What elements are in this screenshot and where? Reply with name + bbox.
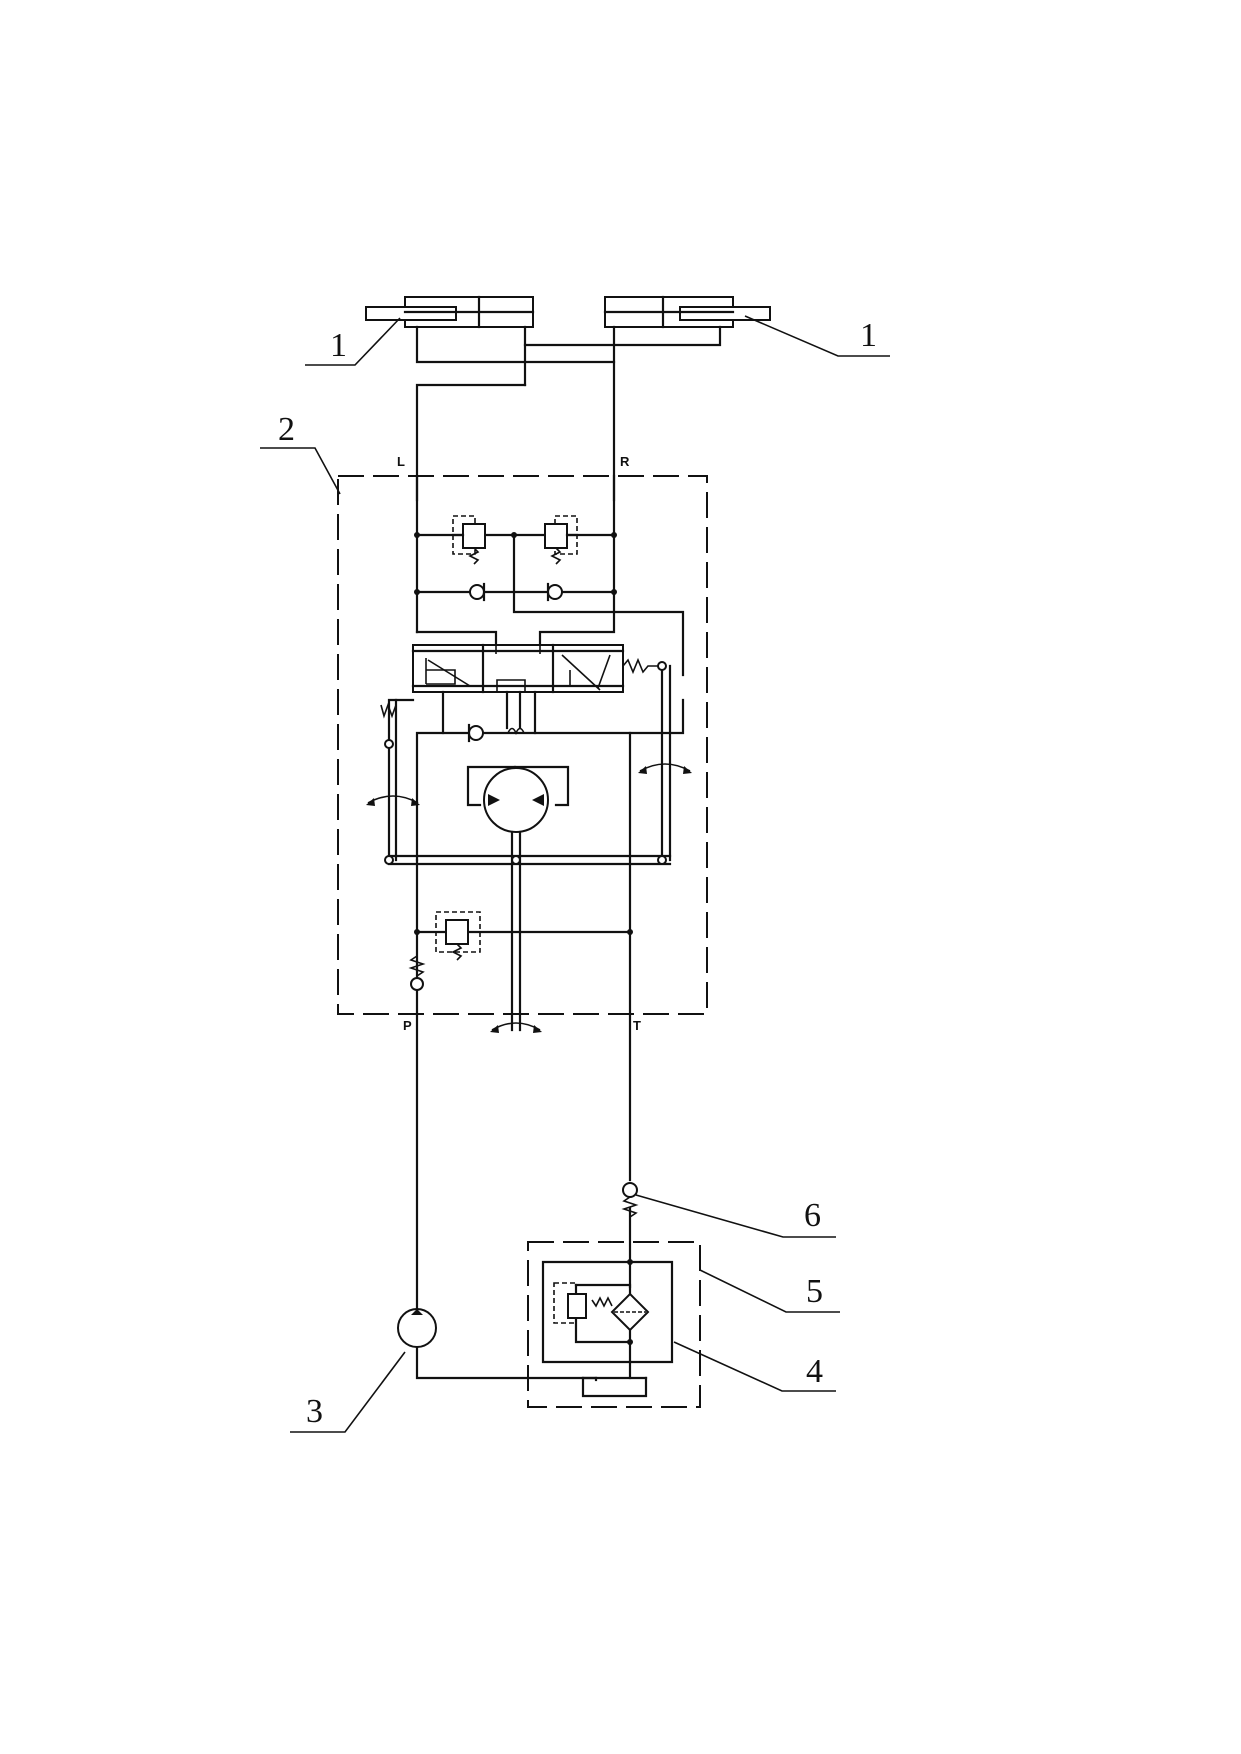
metering-motor-section bbox=[415, 690, 685, 1016]
pressure-line bbox=[415, 1012, 598, 1380]
pump bbox=[397, 1308, 437, 1348]
relief-valve-left bbox=[451, 515, 486, 565]
steering-cylinder-left bbox=[365, 295, 535, 329]
port-label-t: T bbox=[633, 1018, 641, 1033]
cylinder-lines bbox=[415, 325, 722, 502]
valve-spring bbox=[622, 657, 662, 675]
leader-lines bbox=[260, 315, 890, 1433]
tank bbox=[581, 1360, 648, 1398]
port-label-l: L bbox=[397, 454, 405, 469]
callout-steering-unit: 2 bbox=[278, 411, 295, 448]
junction-dots bbox=[414, 532, 617, 595]
inlet-check-valve bbox=[408, 955, 426, 991]
check-valves-anticavitation bbox=[469, 582, 563, 602]
callout-cylinder-left: 1 bbox=[330, 327, 347, 364]
relief-valve-right bbox=[544, 515, 579, 565]
rotation-arrows bbox=[366, 763, 692, 1033]
return-check-valve bbox=[621, 1182, 639, 1218]
callout-pump: 3 bbox=[306, 1393, 323, 1430]
main-relief-valve bbox=[414, 858, 633, 1016]
rotary-control-valve bbox=[411, 643, 625, 694]
port-label-p: P bbox=[403, 1018, 412, 1033]
filter-with-bypass bbox=[541, 1259, 674, 1364]
callout-relief-filter: 4 bbox=[806, 1353, 823, 1390]
port-label-r: R bbox=[620, 454, 630, 469]
steering-cylinder-right bbox=[603, 295, 771, 329]
callout-check-valve: 6 bbox=[804, 1197, 821, 1234]
steering-unit-boundary bbox=[337, 475, 708, 1015]
metering-motor bbox=[466, 765, 570, 1032]
callout-cylinder-right: 1 bbox=[860, 317, 877, 354]
filter-unit-boundary bbox=[527, 1241, 701, 1408]
callout-filter-unit: 5 bbox=[806, 1273, 823, 1310]
